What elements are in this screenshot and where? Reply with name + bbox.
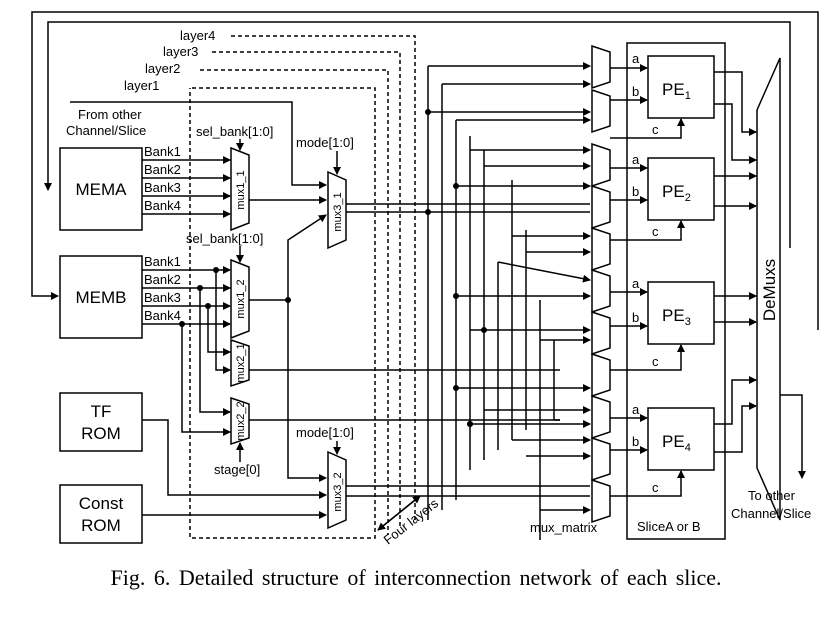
mux1-2-label: mux1_2 xyxy=(235,279,247,318)
pe3-base: PE xyxy=(662,306,685,325)
mode-label-1: mode[1:0] xyxy=(296,135,354,150)
slice-boundary xyxy=(626,42,726,540)
memb-bank3: Bank3 xyxy=(144,290,181,305)
layer2-label: layer2 xyxy=(145,61,180,76)
pe3-port-a: a xyxy=(632,276,640,291)
memb-label: MEMB xyxy=(76,288,127,307)
pe2-base: PE xyxy=(662,182,685,201)
to-other-label-2: Channel/Slice xyxy=(731,506,811,521)
from-other-line xyxy=(70,101,327,189)
mema-bank2: Bank2 xyxy=(144,162,181,177)
const-rom-label-1: Const xyxy=(79,494,124,513)
layer2-box xyxy=(200,69,389,535)
memb-bank4: Bank4 xyxy=(144,308,181,323)
memb-bank2: Bank2 xyxy=(144,272,181,287)
pe4-port-c: c xyxy=(652,480,659,495)
demuxs-shape xyxy=(756,57,781,521)
memb-block xyxy=(59,255,143,339)
pe2-port-c: c xyxy=(652,224,659,239)
to-other-label-1: To other xyxy=(748,488,796,503)
to-other-line xyxy=(780,394,806,479)
mux1-1-label: mux1_1 xyxy=(235,170,247,209)
mux1-2-shape xyxy=(230,258,250,340)
pe1-base: PE xyxy=(662,80,685,99)
layer1-label: layer1 xyxy=(124,78,159,93)
pe3-port-b: b xyxy=(632,310,639,325)
mux3-2-label: mux3_2 xyxy=(332,472,344,511)
mema-bank4: Bank4 xyxy=(144,198,181,213)
mema-bank1: Bank1 xyxy=(144,144,181,159)
pe2-port-a: a xyxy=(632,152,640,167)
pe2-port-b: b xyxy=(632,184,639,199)
pe1-sub: 1 xyxy=(685,90,691,102)
demuxs-label: DeMuxs xyxy=(760,259,779,321)
from-other-label-2: Channel/Slice xyxy=(66,123,146,138)
const-rom-label-2: ROM xyxy=(81,516,121,535)
pe3-port-c: c xyxy=(652,354,659,369)
pe2-label: PE2 xyxy=(662,182,691,204)
pe2-sub: 2 xyxy=(685,192,691,204)
sel-bank-label-2: sel_bank[1:0] xyxy=(186,231,263,246)
mema-bank3: Bank3 xyxy=(144,180,181,195)
mux3-1-shape xyxy=(327,170,347,250)
layer4-box xyxy=(231,35,416,520)
mema-label: MEMA xyxy=(76,180,128,199)
pe4-port-b: b xyxy=(632,434,639,449)
tf-rom-block xyxy=(59,392,143,452)
tf-rom-label-1: TF xyxy=(91,402,112,421)
mux-matrix xyxy=(591,44,611,524)
pe4-port-a: a xyxy=(632,402,640,417)
pe4-base: PE xyxy=(662,432,685,451)
mode-label-2: mode[1:0] xyxy=(296,425,354,440)
const-rom-block xyxy=(59,484,143,544)
mux-matrix-label: mux_matrix xyxy=(530,520,598,535)
layer3-label: layer3 xyxy=(163,44,198,59)
mux2-2-shape xyxy=(230,396,250,446)
pe-blocks xyxy=(647,55,715,471)
mux2-1-shape xyxy=(230,338,250,388)
slice-label: SliceA or B xyxy=(637,519,701,534)
pe1-label: PE1 xyxy=(662,80,691,102)
stage-label: stage[0] xyxy=(214,462,260,477)
from-other-label-1: From other xyxy=(78,107,142,122)
pe4-label: PE4 xyxy=(662,432,691,454)
feedback-to-mema xyxy=(44,21,791,248)
mux3-2-shape xyxy=(327,450,347,530)
memb-bank1: Bank1 xyxy=(144,254,181,269)
mux3-1-label: mux3_1 xyxy=(332,192,344,231)
sel-bank-label-1: sel_bank[1:0] xyxy=(196,124,273,139)
pe3-label: PE3 xyxy=(662,306,691,328)
mux1-1-shape xyxy=(230,146,250,232)
pe1-port-a: a xyxy=(632,51,640,66)
pe4-sub: 4 xyxy=(685,442,691,454)
figure-caption: Fig. 6. Detailed structure of interconne… xyxy=(110,565,722,590)
layer4-label: layer4 xyxy=(180,28,215,43)
pe1-port-c: c xyxy=(652,122,659,137)
mux2-2-label: mux2_2 xyxy=(235,401,247,440)
interconnection-diagram: layer4 layer3 layer2 layer1 From other C… xyxy=(31,11,819,547)
layer1-box xyxy=(189,87,376,539)
mema-block xyxy=(59,147,143,231)
tf-rom-label-2: ROM xyxy=(81,424,121,443)
feedback-to-memb xyxy=(31,11,819,330)
pe1-port-b: b xyxy=(632,84,639,99)
pe3-sub: 3 xyxy=(685,316,691,328)
mux2-1-label: mux2_1 xyxy=(235,343,247,382)
